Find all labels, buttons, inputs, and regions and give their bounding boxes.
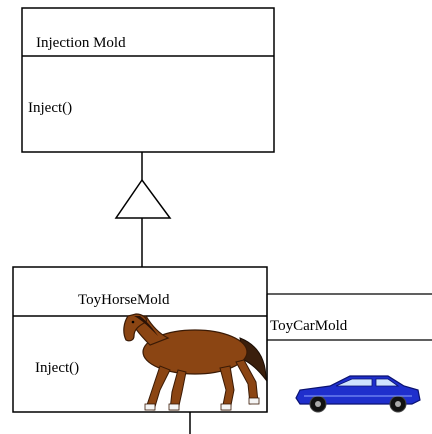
class-method-injection-mold: Inject() [28,100,72,116]
class-box-injection-mold [21,7,275,153]
class-name-toy-horse-mold: ToyHorseMold [78,292,170,308]
class-name-toy-car-mold: ToyCarMold [270,318,348,334]
class-toy-car-mold[interactable]: ToyCarMold [266,293,432,412]
class-injection-mold[interactable]: Injection Mold Inject() [21,7,275,153]
generalization-arrow [114,152,172,267]
class-method-toy-horse-mold: Inject() [35,360,79,376]
horse-icon [123,313,267,411]
car-icon [295,375,421,413]
inheritance-triangle [114,178,172,219]
class-name-injection-mold: Injection Mold [36,35,126,51]
